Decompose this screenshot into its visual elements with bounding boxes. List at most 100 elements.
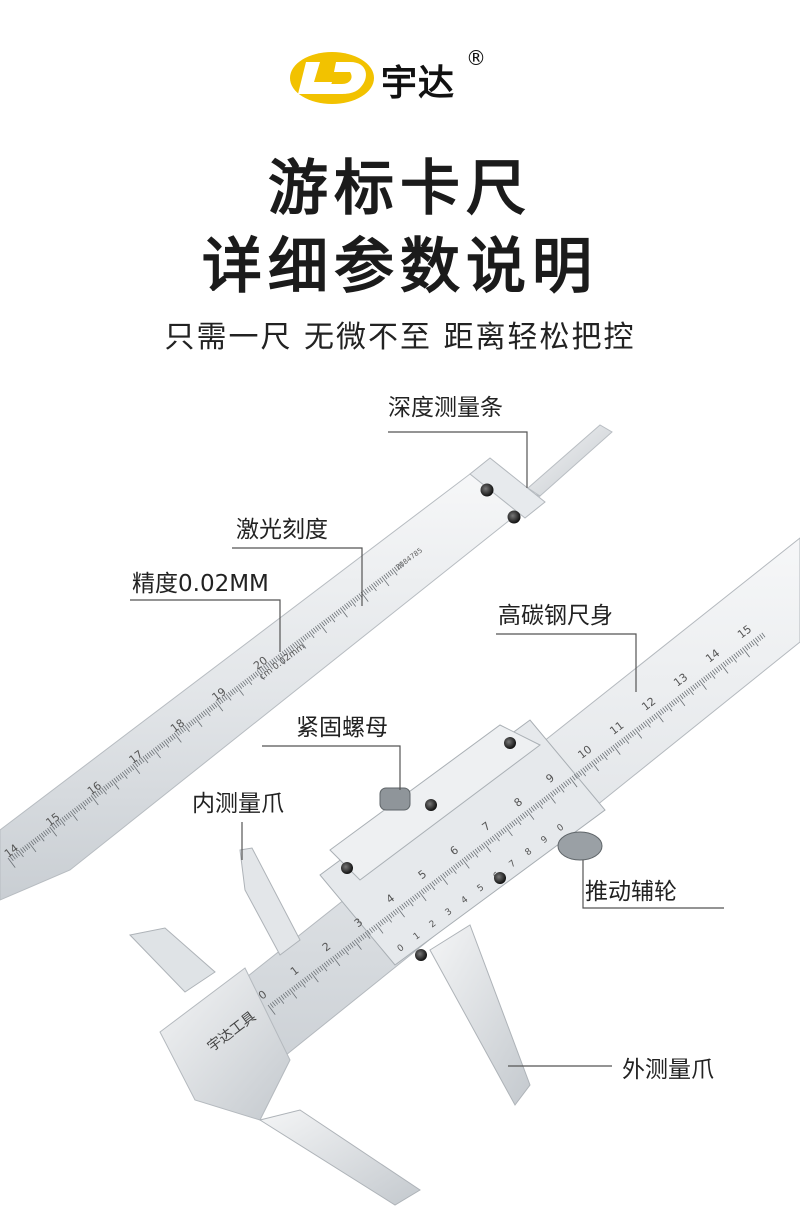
scale-tick	[373, 582, 378, 588]
scale-tick	[392, 910, 397, 916]
scale-tick	[567, 778, 572, 784]
scale-number: 3	[444, 907, 455, 918]
scale-tick	[362, 590, 367, 595]
screw-icon	[480, 483, 494, 497]
scale-tick	[657, 710, 662, 716]
scale-tick	[45, 829, 49, 835]
scale-tick	[759, 634, 764, 640]
scale-tick	[280, 995, 285, 1000]
scale-tick	[167, 737, 172, 743]
scale-tick	[601, 752, 608, 761]
scale-tick	[331, 613, 336, 619]
scale-tick	[47, 828, 52, 833]
scale-tick	[22, 846, 27, 852]
scale-tick	[336, 952, 341, 958]
screw-icon	[425, 799, 437, 811]
scale-tick	[476, 847, 481, 852]
scale-tick	[236, 685, 244, 696]
scale-tick	[300, 980, 306, 988]
scale-tick	[453, 865, 458, 870]
scale-tick	[350, 599, 356, 607]
scale-tick	[379, 577, 384, 583]
scale-tick	[509, 822, 514, 828]
scale-tick	[238, 684, 243, 689]
scale-tick	[617, 741, 621, 747]
scale-number: 8	[524, 847, 535, 859]
scale-tick	[63, 815, 68, 821]
scale-tick	[126, 768, 130, 774]
scale-tick	[111, 779, 120, 790]
scale-tick	[323, 619, 328, 625]
scale-tick	[288, 646, 294, 654]
scale-tick	[284, 991, 289, 997]
scale-tick	[675, 697, 680, 703]
scale-tick	[459, 860, 464, 865]
scale-tick	[614, 743, 619, 748]
scale-tick	[535, 803, 539, 809]
scale-tick	[612, 744, 621, 755]
scale-tick	[375, 923, 384, 934]
scale-tick	[543, 796, 548, 802]
scale-number: 2	[428, 919, 439, 930]
scale-tick	[362, 933, 367, 939]
scale-tick	[552, 790, 557, 796]
scale-tick	[744, 645, 749, 651]
label-body: 高碳钢尺身	[498, 603, 613, 629]
outer-jaw-fixed	[258, 1109, 421, 1206]
scale-tick	[223, 695, 228, 700]
scale-tick	[295, 983, 300, 989]
scale-tick	[140, 757, 145, 763]
scale-tick	[364, 931, 371, 939]
scale-tick	[15, 851, 20, 857]
scale-tick	[407, 899, 414, 907]
scale-tick	[267, 662, 273, 670]
scale-tick	[271, 1001, 276, 1007]
scale-tick	[198, 713, 203, 719]
scale-tick	[750, 640, 755, 646]
scale-tick	[707, 673, 712, 679]
scale-tick	[647, 718, 652, 724]
scale-tick	[632, 730, 636, 735]
scale-tick	[412, 895, 417, 901]
scale-tick	[278, 996, 285, 1004]
scale-tick	[304, 634, 309, 639]
scale-tick	[385, 572, 390, 578]
scale-tick	[532, 804, 537, 810]
scale-tick	[387, 571, 392, 577]
scale-tick	[315, 969, 320, 974]
scale-tick	[578, 770, 583, 776]
label-precision: 精度0.02MM	[132, 571, 269, 597]
scale-tick	[670, 700, 675, 706]
scale-tick	[294, 641, 299, 647]
scale-tick	[291, 986, 296, 992]
scale-tick	[742, 647, 750, 658]
scale-tick	[298, 638, 307, 649]
scale-tick	[103, 785, 108, 791]
scale-number: 0	[556, 822, 567, 834]
scale-tick	[142, 756, 149, 764]
scale-tick	[373, 925, 378, 930]
scale-tick	[109, 781, 114, 786]
scale-tick	[53, 823, 58, 829]
scale-number: 4	[460, 895, 471, 907]
scale-tick	[202, 710, 207, 716]
scale-tick	[242, 680, 247, 686]
scale-tick	[383, 574, 388, 580]
scale-tick	[409, 897, 414, 903]
scale-tick	[571, 775, 576, 781]
scale-tick	[302, 978, 307, 984]
scale-tick	[381, 918, 386, 924]
scale-tick	[621, 738, 626, 744]
label-lock-nut: 紧固螺母	[296, 715, 388, 741]
scale-tick	[217, 699, 222, 705]
scale-tick	[274, 999, 279, 1005]
scale-tick	[371, 583, 377, 592]
scale-tick	[252, 673, 257, 678]
scale-tick	[49, 826, 58, 837]
scale-tick	[731, 655, 737, 663]
scale-tick	[692, 684, 697, 690]
label-outer-jaw: 外测量爪	[622, 1057, 714, 1083]
scale-tick	[431, 881, 436, 887]
scale-tick	[18, 849, 24, 858]
scale-tick	[356, 594, 361, 600]
